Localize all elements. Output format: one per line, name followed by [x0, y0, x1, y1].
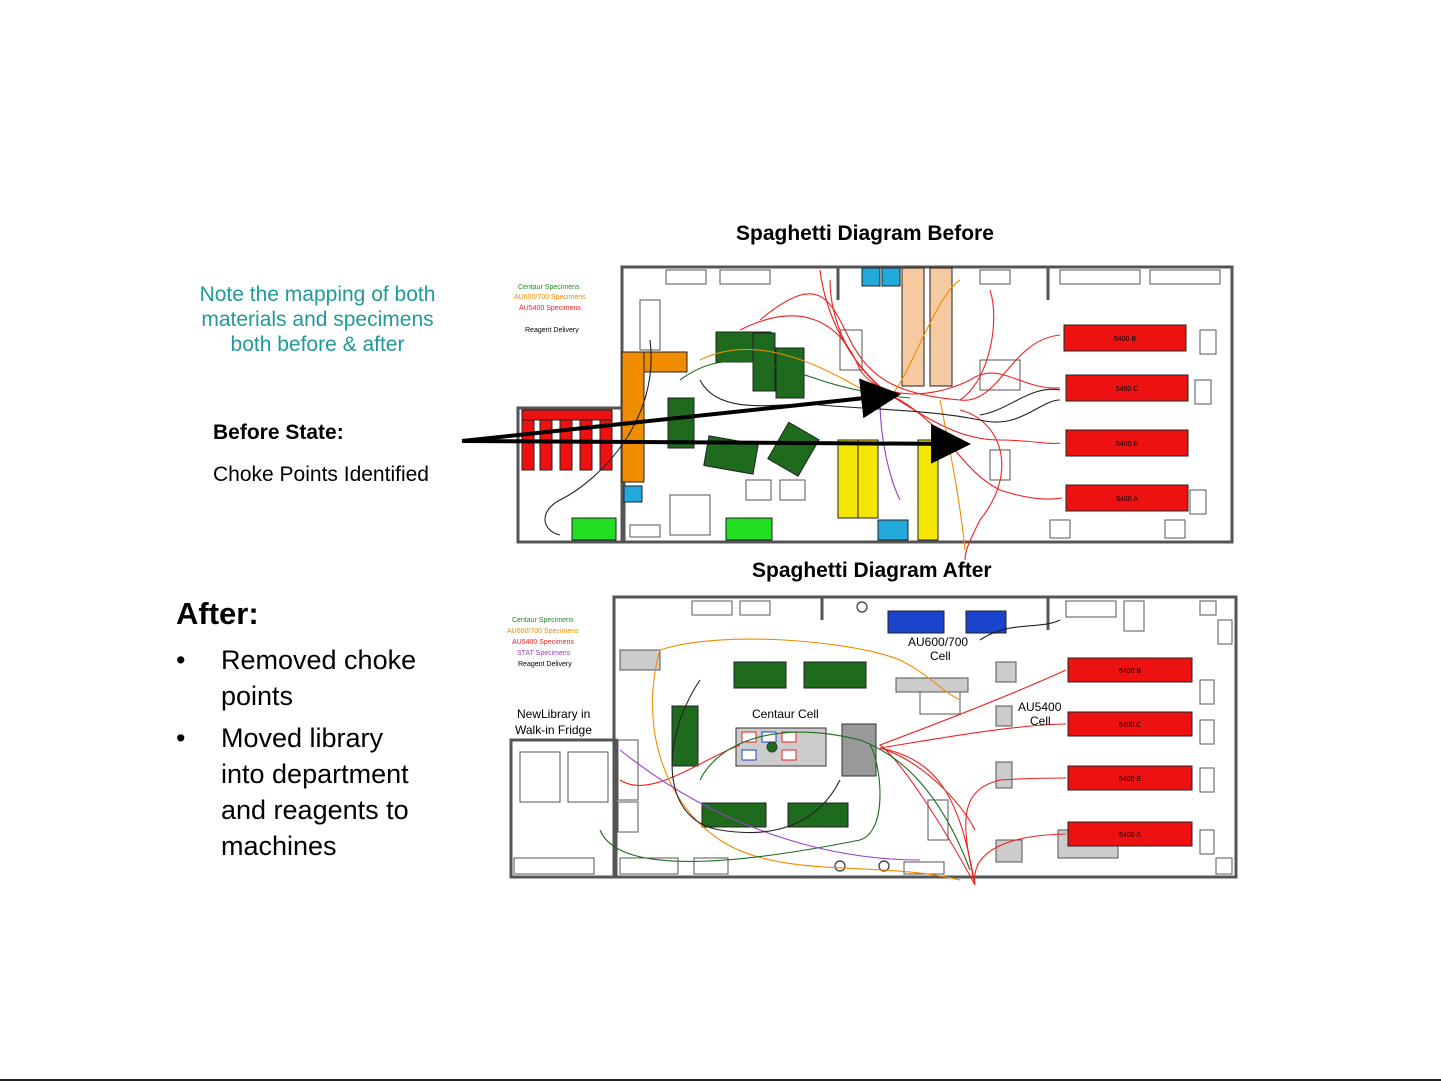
- analyzer-5400-e: [1067, 765, 1193, 791]
- analyzer-label: 5400 B: [1114, 336, 1137, 343]
- cyan-unit: [623, 485, 643, 503]
- before-state-subtext: Choke Points Identified: [213, 463, 429, 486]
- tan-bench: [901, 267, 925, 387]
- analyzer-5400-c: [1065, 374, 1189, 402]
- choke-point-arrow: [461, 378, 901, 443]
- analyzer-5400-e: [1065, 429, 1189, 457]
- orange-bench: [621, 351, 645, 483]
- legend-item: STAT Specimens: [517, 650, 571, 657]
- centaur-cell-cluster: [735, 723, 877, 777]
- au600-unit: [887, 610, 945, 634]
- au600-unit: [965, 610, 1007, 634]
- before-diagram-title: Spaghetti Diagram Before: [736, 222, 994, 245]
- bottom-border: [0, 1079, 1441, 1081]
- legend-item: Centaur Specimens: [512, 617, 574, 624]
- analyzer-5400-b: [1067, 657, 1193, 683]
- after-floorplan: 5400 B 5400 C 5400 E 5400 A AU600/700 Ce…: [507, 595, 1238, 886]
- centaur-cell-label: Centaur Cell: [752, 707, 819, 721]
- analyzer-label: 5400 B: [1119, 668, 1142, 675]
- bullet-text: Moved library: [221, 723, 384, 753]
- analyzer-label: 5400 E: [1116, 441, 1139, 448]
- before-state-heading: Before State:: [213, 421, 344, 444]
- bullet-text: Removed choke: [221, 645, 417, 675]
- after-centaur-units: [671, 661, 867, 828]
- au5400-cell-label: Cell: [1030, 714, 1051, 728]
- analyzer-label: 5400 C: [1116, 386, 1139, 393]
- analyzer-label: 5400 C: [1119, 722, 1142, 729]
- analyzer-label: 5400 A: [1116, 496, 1138, 503]
- bullet-text: machines: [221, 831, 337, 861]
- bullet-marker: •: [176, 645, 186, 675]
- before-analyzers: 5400 B 5400 C 5400 E 5400 A: [1063, 324, 1189, 512]
- library-label: Walk-in Fridge: [515, 723, 592, 737]
- bullet-item: • Moved library into department and reag…: [176, 720, 476, 864]
- library-label: NewLibrary in: [517, 707, 590, 721]
- mapping-note: Note the mapping of both materials and s…: [150, 282, 485, 357]
- analyzer-label: 5400 E: [1119, 776, 1142, 783]
- tan-bench: [929, 267, 953, 387]
- legend-item: AU5400 Specimens: [512, 639, 574, 646]
- analyzer-5400-b: [1063, 324, 1187, 352]
- au600-cell-label: Cell: [930, 649, 951, 663]
- choke-point-arrow: [461, 423, 971, 464]
- bullet-text: and reagents to: [221, 795, 409, 825]
- yellow-bench: [837, 439, 859, 519]
- after-wall: [612, 595, 1238, 879]
- yellow-bench: [857, 439, 879, 519]
- after-legend: Centaur Specimens AU600/700 Specimens AU…: [507, 617, 579, 668]
- after-bullet-list: • Removed choke points • Moved library i…: [176, 642, 476, 870]
- legend-item: AU5400 Specimens: [519, 305, 581, 312]
- after-diagram-title: Spaghetti Diagram After: [752, 559, 992, 582]
- au5400-cell-label: AU5400: [1018, 700, 1062, 714]
- bullet-item: • Removed choke points: [176, 642, 476, 714]
- yellow-bench: [917, 439, 939, 541]
- analyzer-5400-a: [1067, 821, 1193, 847]
- legend-item: AU600/700 Specimens: [507, 628, 579, 635]
- after-flow-lines: [599, 619, 1067, 886]
- before-legend: Centaur Specimens AU600/700 Specimens AU…: [514, 284, 586, 334]
- before-floorplan: 5400 B 5400 C 5400 E 5400 A Centaur S: [461, 265, 1234, 561]
- before-centaur-units: [667, 331, 820, 477]
- after-wall-annex: [509, 738, 618, 879]
- legend-item: Reagent Delivery: [518, 661, 572, 668]
- analyzer-5400-c: [1067, 711, 1193, 737]
- mapping-note-line: both before & after: [230, 333, 405, 356]
- legend-item: Centaur Specimens: [518, 284, 580, 291]
- after-heading: After:: [176, 596, 259, 631]
- mapping-note-line: Note the mapping of both: [199, 283, 436, 306]
- after-analyzers: 5400 B 5400 C 5400 E 5400 A: [1067, 657, 1193, 847]
- legend-item: Reagent Delivery: [525, 327, 579, 334]
- bullet-text: into department: [221, 759, 409, 789]
- au600-cell-label: AU600/700: [908, 635, 968, 649]
- bullet-marker: •: [176, 723, 186, 753]
- analyzer-label: 5400 A: [1119, 832, 1141, 839]
- analyzer-5400-a: [1065, 484, 1189, 512]
- walk-in-fridges: [519, 739, 639, 833]
- mapping-note-line: materials and specimens: [201, 308, 434, 331]
- legend-item: AU600/700 Specimens: [514, 294, 586, 301]
- bullet-text: points: [221, 681, 294, 711]
